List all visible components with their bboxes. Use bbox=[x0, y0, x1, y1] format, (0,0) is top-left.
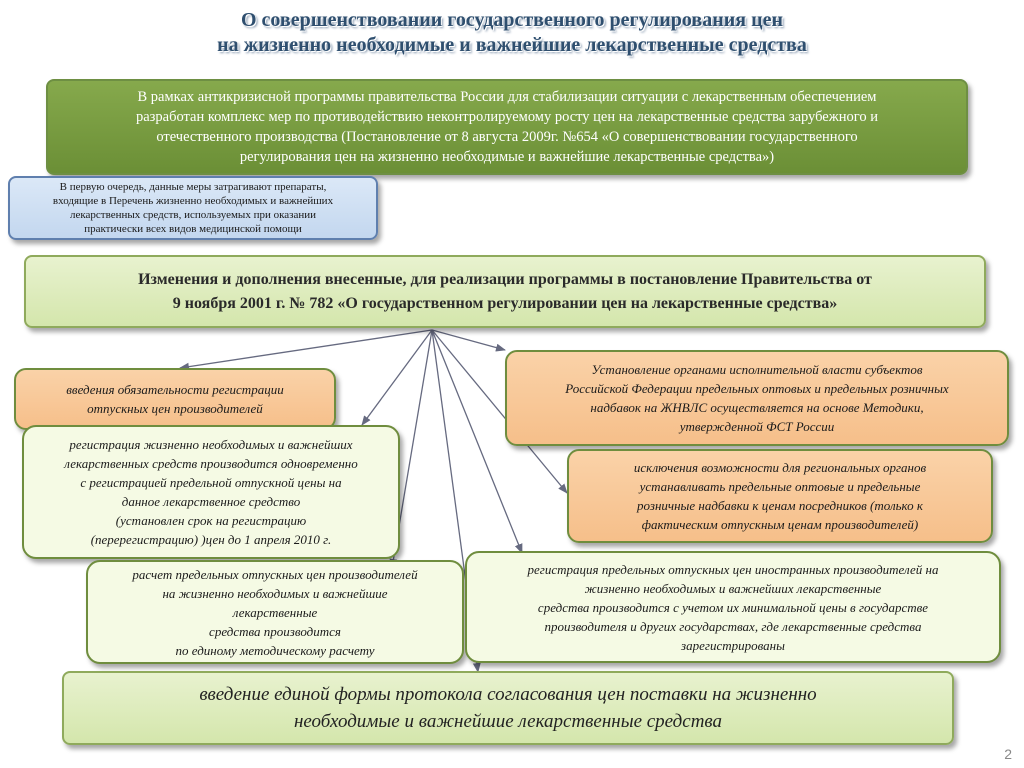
item-foreign-registration-line-5: зарегистрированы bbox=[681, 637, 785, 653]
slide-title: О совершенствовании государственного рег… bbox=[0, 8, 1024, 58]
bottom-protocol-box: введение единой формы протокола согласов… bbox=[62, 671, 954, 745]
item-registration-simultaneous-line-4: данное лекарственное средство bbox=[121, 494, 301, 509]
main-box-line-2: 9 ноября 2001 г. № 782 «О государственно… bbox=[172, 294, 838, 312]
item-registration-mandatory: введения обязательности регистрации отпу… bbox=[14, 368, 336, 430]
item-exclusion-line-3: розничные надбавки к ценам посредников (… bbox=[637, 498, 923, 513]
note-box-line-3: лекарственных средств, используемых при … bbox=[69, 209, 317, 221]
bottom-box-line-2: необходимые и важнейшие лекарственные ср… bbox=[293, 711, 723, 732]
item-foreign-registration: регистрация предельных отпускных цен ино… bbox=[465, 551, 1001, 663]
item-exclusion-line-2: устанавливать предельные оптовые и преде… bbox=[639, 479, 921, 494]
item-calculation-line-3: лекарственные bbox=[232, 604, 318, 620]
item-foreign-registration-line-3: средства производится с учетом их минима… bbox=[537, 599, 929, 615]
note-box: В первую очередь, данные меры затрагиваю… bbox=[8, 176, 378, 240]
arrow-to-registration-simultaneous bbox=[361, 329, 433, 426]
slide-title-line-1: О совершенствовании государственного рег… bbox=[241, 9, 783, 31]
item-regional-markups-line-2: Российской Федерации предельных оптовых … bbox=[565, 381, 949, 396]
item-regional-markups-line-1: Установление органами исполнительной вла… bbox=[591, 362, 923, 377]
main-resolution-box: Изменения и дополнения внесенные, для ре… bbox=[24, 255, 986, 328]
item-registration-simultaneous-line-6: (перерегистрацию) )цен до 1 апреля 2010 … bbox=[90, 532, 332, 547]
intro-box-line-2: разработан комплекс мер по противодейств… bbox=[135, 109, 878, 125]
item-regional-markups-line-3: надбавок на ЖНВЛС осуществляется на осно… bbox=[590, 400, 924, 415]
item-calculation-line-5: по единому методическому расчету bbox=[175, 642, 375, 658]
item-registration-simultaneous-line-3: с регистрацией предельной отпускной цены… bbox=[80, 475, 342, 490]
item-exclusion-line-4: фактическим отпускным ценам производител… bbox=[641, 517, 919, 532]
item-regional-markups-line-4: утвержденной ФСТ России bbox=[679, 419, 835, 434]
note-box-line-4: практически всех видов медицинской помощ… bbox=[84, 223, 302, 235]
item-calculation-line-1: расчет предельных отпускных цен производ… bbox=[132, 566, 418, 582]
intro-box: В рамках антикризисной программы правите… bbox=[46, 79, 968, 175]
intro-box-line-1: В рамках антикризисной программы правите… bbox=[137, 89, 877, 105]
item-exclusion: исключения возможности для региональных … bbox=[567, 449, 993, 543]
item-regional-markups: Установление органами исполнительной вла… bbox=[505, 350, 1009, 446]
arrow-to-regional-markups bbox=[431, 329, 506, 352]
item-foreign-registration-line-4: производителя и других государствах, где… bbox=[544, 618, 922, 634]
item-registration-simultaneous-line-2: лекарственных средств производится однов… bbox=[64, 456, 358, 471]
intro-box-line-4: регулирования цен на жизненно необходимы… bbox=[239, 149, 775, 165]
item-foreign-registration-line-2: жизненно необходимых и важнейших лекарст… bbox=[584, 580, 882, 596]
arrow-to-foreign-registration bbox=[431, 329, 523, 554]
bottom-box-line-1: введение единой формы протокола согласов… bbox=[199, 684, 817, 705]
item-exclusion-line-1: исключения возможности для региональных … bbox=[633, 460, 927, 475]
item-registration-mandatory-line-2: отпускных цен производителей bbox=[87, 401, 263, 416]
item-foreign-registration-line-1: регистрация предельных отпускных цен ино… bbox=[527, 561, 939, 577]
slide-title-line-2: на жизненно необходимые и важнейшие лека… bbox=[217, 34, 807, 56]
item-calculation-line-2: на жизненно необходимых и важнейшие bbox=[162, 585, 388, 601]
item-registration-simultaneous-line-1: регистрация жизненно необходимых и важне… bbox=[69, 437, 353, 452]
intro-box-line-3: отечественного производства (Постановлен… bbox=[156, 129, 858, 145]
page-number: 2 bbox=[1004, 746, 1012, 762]
main-box-line-1: Изменения и дополнения внесенные, для ре… bbox=[138, 270, 872, 288]
arrow-to-exclusion bbox=[431, 329, 568, 494]
item-calculation: расчет предельных отпускных цен производ… bbox=[86, 560, 464, 664]
item-registration-simultaneous: регистрация жизненно необходимых и важне… bbox=[22, 425, 400, 559]
note-box-line-2: входящие в Перечень жизненно необходимых… bbox=[52, 195, 334, 207]
item-calculation-line-4: средства производится bbox=[209, 623, 341, 639]
item-registration-simultaneous-line-5: (установлен срок на регистрацию bbox=[115, 513, 307, 528]
note-box-line-1: В первую очередь, данные меры затрагиваю… bbox=[59, 181, 327, 193]
item-registration-mandatory-line-1: введения обязательности регистрации bbox=[66, 382, 284, 397]
arrow-to-registration-mandatory bbox=[179, 329, 433, 371]
